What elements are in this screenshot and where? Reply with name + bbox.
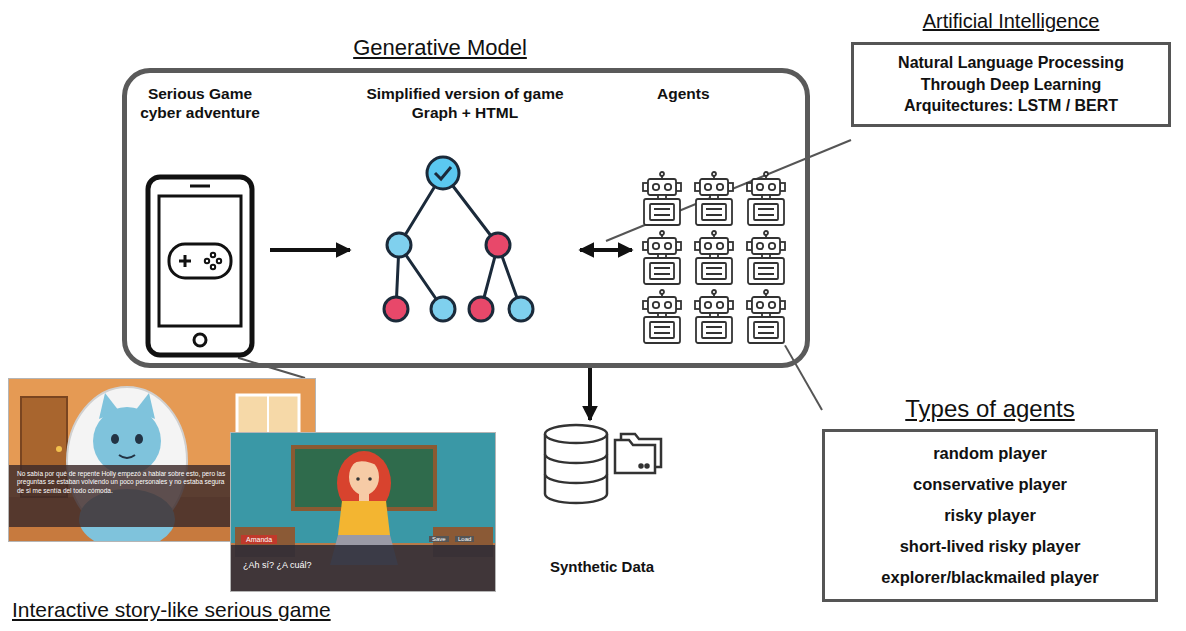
agent-robots-part [695,231,733,284]
graph-column: Simplified version of game Graph + HTML [350,84,580,329]
game-screenshot-classroom-part [356,477,360,481]
graph-tree-icon-part-part [435,167,451,179]
agent-robots-part [747,290,785,343]
leader-line [606,140,851,241]
speaker-tag: Amanda [241,535,277,544]
list-item: random player [833,438,1147,469]
game-screenshot-classroom-part [231,545,496,592]
agent-robots-part [747,172,785,225]
leader-line [785,345,822,410]
database-icon-part [545,425,661,503]
agent-robots-part [747,231,785,284]
graph-tree-icon-part-part [396,173,521,309]
box-heading: Artificial Intelligence [851,8,1171,34]
connector-group [238,250,822,420]
list-item: short-lived risky player [833,531,1147,562]
box-outline: random playerconservative playerrisky pl… [822,429,1158,602]
graph-tree-icon-part-part [387,233,411,257]
button-label: Save [429,536,449,542]
game-screenshot-classroom-part [368,477,372,481]
phone-icon-part-part [159,196,241,326]
graph-tree-icon-part-part [469,297,493,321]
game-screenshot-room-part [111,434,119,444]
game-screenshot-room-part [93,407,161,475]
game-screenshot-classroom-part [347,455,381,473]
agent-robots-part [643,290,681,343]
phone-icon-part-part [190,184,210,187]
phone-icon-part-part [148,177,252,355]
screenshot-panel: Amanda Save Load ¿Ah sí? ¿A cuál? [230,432,496,592]
box-outline: Natural Language Processing Through Deep… [851,42,1171,127]
database-icon [537,420,667,512]
column-heading: Serious Game cyber adventure [130,84,270,123]
list-item: explorer/blackmailed player [833,562,1147,593]
game-screenshot-room-part [135,434,143,444]
graph-tree-icon-part-part [384,297,408,321]
database-icon-part-part [615,440,655,473]
agent-robots-part [695,290,733,343]
dialogue-text: ¿Ah sí? ¿A cuál? [243,560,312,570]
graph-tree-icon-part-part [509,297,533,321]
box-heading: Types of agents [822,394,1158,424]
phone-icon-part-part [169,244,231,278]
game-screenshot-room-part [56,446,62,452]
agent-robots-part [695,172,733,225]
output-arrow [588,368,592,420]
agents-column: Agents [632,84,797,345]
list-item: risky player [833,500,1147,531]
graph-tree-icon-part-part [486,233,510,257]
graph-tree-icon-part [396,173,521,309]
agent-types-box: Types of agents random playerconservative… [822,394,1158,602]
box-heading: Generative Model [330,35,550,61]
generative-model-box: Generative ModelSerious Game cyber adven… [122,68,810,368]
figure-caption: Interactive story-like serious game [12,598,331,622]
agent-robots-part [643,231,681,284]
game-screenshot-room-part [119,455,135,458]
game-screenshot-classroom-part [338,501,390,535]
phone-icon-part [148,177,252,355]
list-item: conservative player [833,469,1147,500]
game-screenshot-classroom-part [293,447,435,509]
agent-robots [640,171,790,345]
phone-icon-part-part [194,334,206,346]
phone-icon-part-part [211,265,215,269]
graph-tree-icon [380,149,550,329]
column-heading: Agents [632,84,797,103]
graph-tree-icon-part [384,157,533,321]
game-screenshot-classroom-part [231,433,496,592]
node-label: Synthetic Data [537,558,667,575]
flow-arrow [270,248,350,252]
game-screenshot-classroom-part [349,459,379,495]
graph-tree-icon-part-part [431,297,455,321]
ai-box: Artificial IntelligenceNatural Language … [851,8,1171,127]
phone-icon [145,174,255,358]
database-icon-part-part [640,465,643,468]
box-body: Natural Language Processing Through Deep… [866,52,1156,117]
bidirectional-arrow [580,248,632,252]
dialogue-text: No sabía por qué de repente Holly empezó… [17,470,229,495]
phone-icon-part-part [217,259,221,263]
graph-tree-icon-part-part [427,157,459,189]
game-column: Serious Game cyber adventure [130,84,270,358]
synthetic-data-node: Synthetic Data [537,420,667,575]
phone-icon-part-part [211,253,215,257]
phone-icon-part-part [179,255,191,267]
column-heading: Simplified version of game Graph + HTML [350,84,580,123]
button-label: Load [455,536,474,542]
phone-icon-part-part [205,259,209,263]
game-screenshot-classroom-part [231,543,496,592]
database-icon-part-part [545,425,607,443]
database-icon-part-part [646,465,649,468]
agent-robots-part [643,172,681,225]
